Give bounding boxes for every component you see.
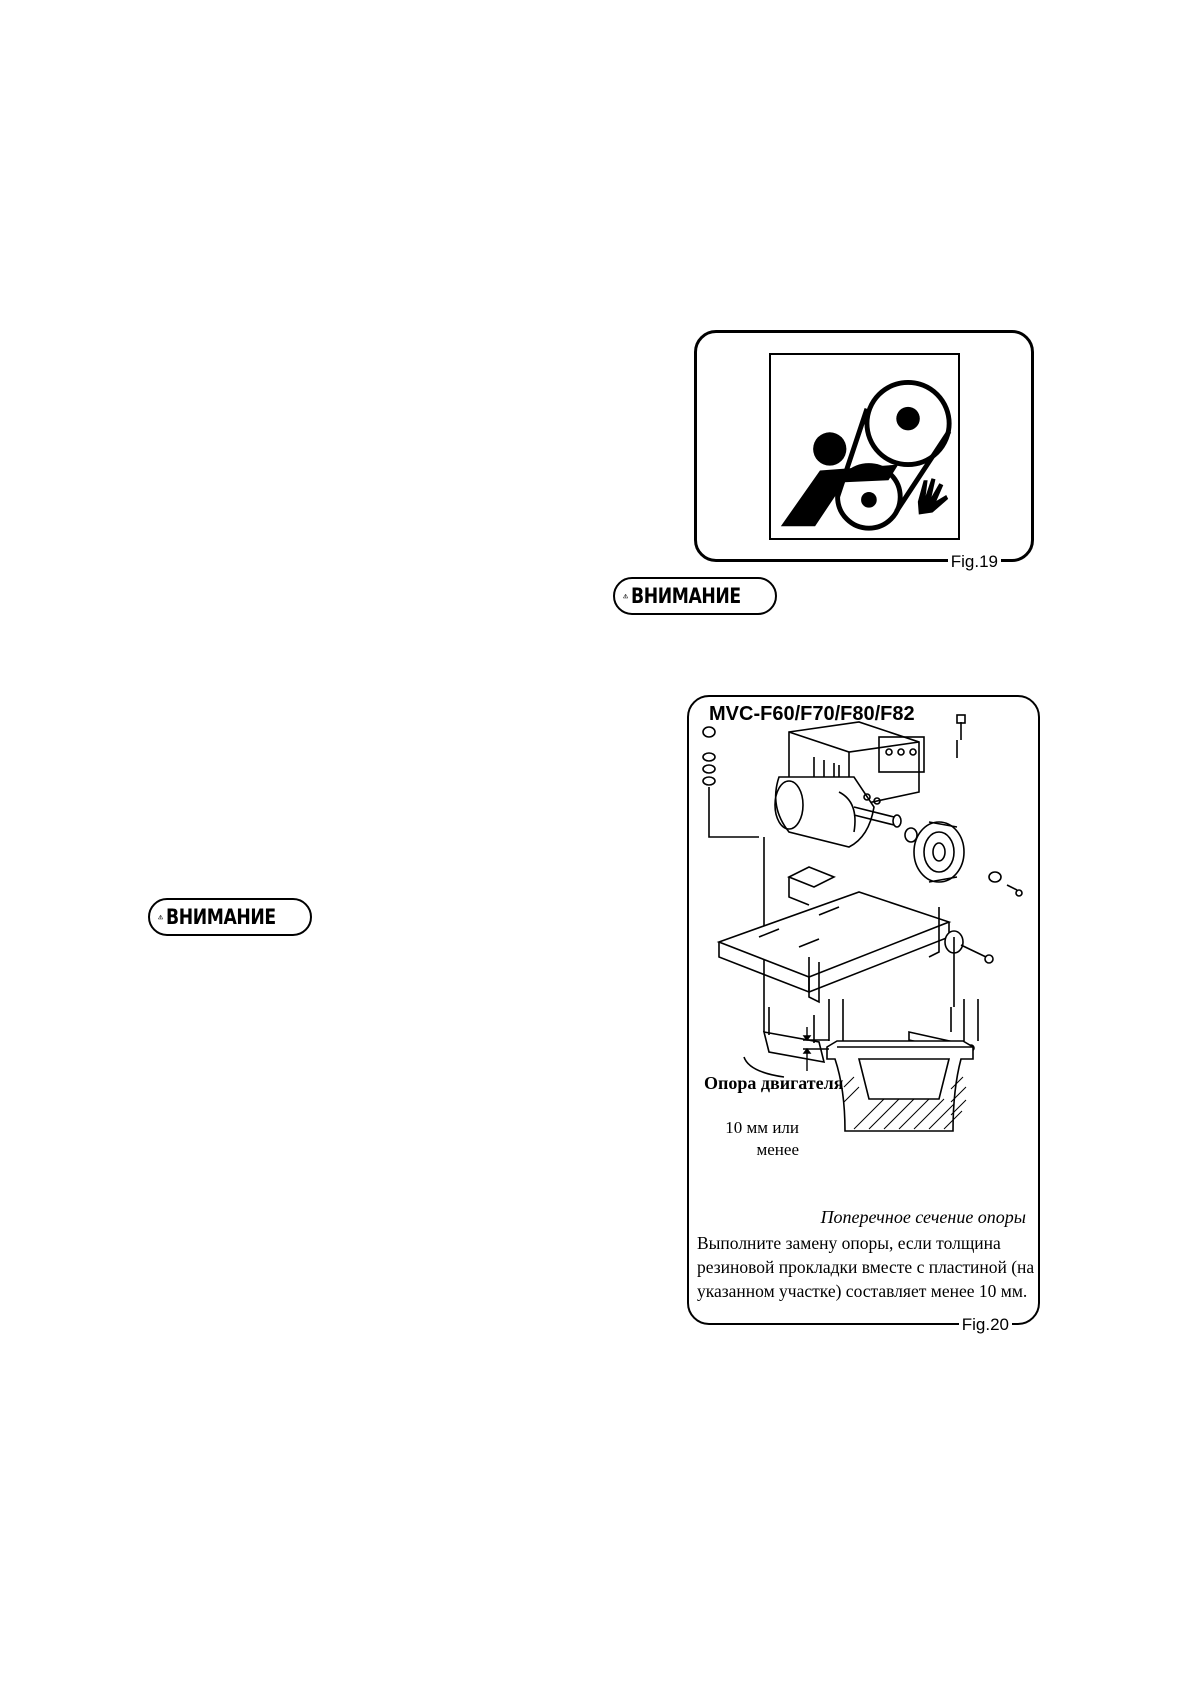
model-title: MVC-F60/F70/F80/F82 <box>709 703 915 725</box>
cross-section-caption: Поперечное сечение опоры <box>820 1207 1026 1227</box>
fig19-frame: Fig.19 <box>694 330 1034 572</box>
dimension-line-2: менее <box>756 1140 800 1159</box>
belt-entanglement-hazard-icon <box>769 353 960 540</box>
warning-badge: ВНИМАНИЕ <box>613 577 777 615</box>
warning-badge-text: ВНИМАНИЕ <box>166 905 276 929</box>
warning-triangle-icon <box>623 593 629 599</box>
warning-triangle-icon <box>158 914 164 920</box>
replacement-note: Выполните замену опоры, если толщина рез… <box>697 1233 1035 1301</box>
warning-badge: ВНИМАНИЕ <box>148 898 312 936</box>
dimension-label: 10 мм или менее <box>707 1117 799 1161</box>
warning-badge-text: ВНИМАНИЕ <box>631 584 741 608</box>
dimension-line-1: 10 мм или <box>725 1118 799 1137</box>
fig20-frame: MVC-F60/F70/F80/F82 <box>687 695 1040 1335</box>
engine-mount-exploded-diagram <box>702 714 1023 1132</box>
figure-label: Fig.20 <box>958 1315 1012 1335</box>
figure-label: Fig.19 <box>947 552 1001 572</box>
engine-support-label: Опора двигателя <box>704 1073 844 1093</box>
